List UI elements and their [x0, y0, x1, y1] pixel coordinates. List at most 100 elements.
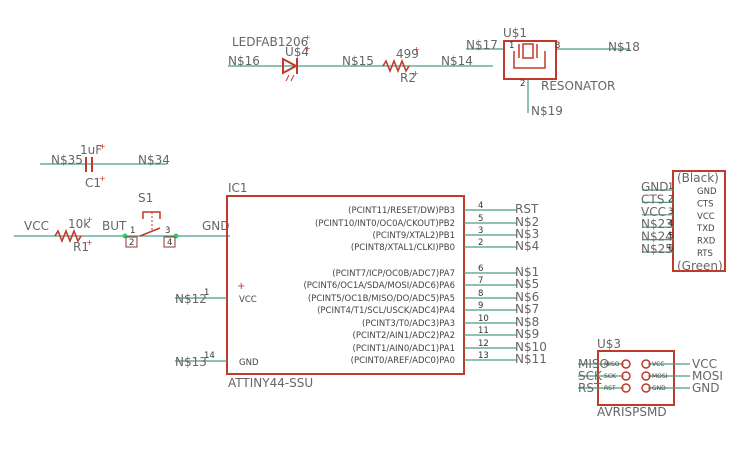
- ic-right-net-label: N$10: [515, 340, 547, 354]
- ic-right-pin-label: (PCINT11/RESET/DW)PB3: [348, 206, 455, 216]
- r1-name: R1: [73, 240, 89, 254]
- ic-right-net-label: N$4: [515, 239, 539, 253]
- ic-right-net-label: N$7: [515, 302, 539, 316]
- led-name: U$4: [285, 45, 309, 59]
- isp-left-net-label: MISO: [578, 357, 609, 371]
- svg-text:+: +: [86, 215, 93, 224]
- ic-name: IC1: [228, 181, 248, 195]
- ftdi-pin-label: VCC: [697, 212, 715, 222]
- ic-right-pin-label: (PCINT2/AIN1/ADC2)PA2: [353, 331, 455, 341]
- ic-right-pin-label: (PCINT7/ICP/OC0B/ADC7)PA7: [332, 269, 455, 279]
- ftdi-net-label: GND: [641, 180, 669, 194]
- svg-text:+: +: [237, 281, 245, 292]
- ic-right-pin-number: 7: [478, 276, 483, 286]
- svg-text:+: +: [99, 174, 106, 183]
- resonator-value: RESONATOR: [541, 79, 615, 93]
- net-label-res-bottom: N$19: [531, 104, 563, 118]
- ftdi-pin-number: 3: [668, 207, 673, 217]
- led-value: LEDFAB1206: [232, 35, 308, 49]
- ic-right-pin-label: (PCINT10/INT0/OC0A/CKOUT)PB2: [315, 219, 455, 229]
- isp-right-pad: [641, 383, 651, 393]
- svg-text:1: 1: [130, 226, 135, 236]
- isp-value: AVRISPSMD: [597, 405, 667, 419]
- led-symbol[interactable]: [282, 57, 299, 82]
- resistor-r1-symbol[interactable]: [54, 228, 82, 244]
- resistor-r2-symbol[interactable]: [382, 58, 410, 74]
- r2-name: R2: [400, 71, 416, 85]
- svg-text:+: +: [99, 142, 106, 151]
- ftdi-pin-number: 5: [668, 232, 673, 242]
- net-label-cap-right: N$34: [138, 153, 170, 167]
- capacitor: N$35 N$34 1uF + C1 +: [40, 142, 170, 190]
- svg-text:+: +: [304, 44, 311, 53]
- switch-name: S1: [138, 191, 153, 205]
- net-label-led-right: N$15: [342, 54, 374, 68]
- ic-right-pin-number: 12: [478, 339, 489, 349]
- svg-text:2: 2: [129, 238, 134, 248]
- ic-left-pin-number: 1: [204, 288, 209, 298]
- ic-right-pin-number: 9: [478, 301, 483, 311]
- isp-left-pad: [621, 359, 631, 369]
- isp-body[interactable]: [597, 350, 675, 406]
- ic-right-pin-number: 11: [478, 326, 489, 336]
- cap-value: 1uF: [80, 143, 102, 157]
- net-label-led-left: N$16: [228, 54, 260, 68]
- r2-value: 499: [396, 47, 419, 61]
- ftdi-body[interactable]: [672, 170, 726, 272]
- isp-right-pad: [641, 371, 651, 381]
- isp-right-pin-label: MOSI: [652, 373, 668, 380]
- isp-right-net-label: GND: [692, 381, 720, 395]
- ftdi-net-label: N$25: [641, 242, 673, 256]
- reset-button-circuit: VCC BUT GND 10k + R1 + S1 1 2 3 4: [14, 191, 230, 254]
- isp-right-net-label: VCC: [692, 357, 717, 371]
- ic-right-pin-number: 10: [478, 314, 489, 324]
- svg-text:3: 3: [555, 41, 560, 51]
- ic-right-pin-number: 2: [478, 238, 483, 248]
- ftdi-pin-label: CTS: [697, 199, 714, 209]
- ftdi-pin-number: 1: [668, 182, 673, 192]
- isp-left-pin-label: MISO: [604, 361, 620, 368]
- ftdi-bottom-label: (Green): [677, 259, 723, 273]
- ic-right-pin-label: (PCINT5/OC1B/MISO/DO/ADC5)PA5: [308, 294, 455, 304]
- isp-right-pin-label: GND: [652, 385, 666, 392]
- ftdi-pin-label: TXD: [696, 224, 715, 234]
- ic-right-pin-label: (PCINT3/T0/ADC3)PA3: [362, 319, 455, 329]
- ic-right-pin-label: (PCINT9/XTAL2)PB1: [372, 231, 455, 241]
- ic-right-pin-number: 5: [478, 214, 483, 224]
- resonator-body[interactable]: [503, 40, 557, 80]
- ic-right-net-label: N$8: [515, 315, 539, 329]
- svg-text:2: 2: [520, 79, 525, 89]
- ic-right-pin-label: (PCINT1/AIN0/ADC1)PA1: [353, 344, 455, 354]
- isp-left-pad: [621, 383, 631, 393]
- ic-left-pin-label: VCC: [239, 295, 257, 305]
- ic-right-net-label: N$3: [515, 227, 539, 241]
- resonator-name: U$1: [503, 26, 527, 40]
- ftdi-net-label: VCC: [641, 205, 666, 219]
- ic-left-pin-label: GND: [239, 358, 259, 368]
- ic-right-pin-label: (PCINT6/OC1A/SDA/MOSI/ADC6)PA6: [303, 281, 455, 291]
- isp-name: U$3: [597, 337, 621, 351]
- ftdi-pin-label: RXD: [697, 237, 716, 247]
- switch-s1-lever[interactable]: [139, 227, 161, 237]
- ftdi-top-label: (Black): [677, 171, 719, 185]
- ic-left-pin-number: 14: [204, 351, 215, 361]
- ftdi-pin-number: 2: [668, 194, 673, 204]
- ic-right-pin-number: 13: [478, 351, 489, 361]
- net-label-switch-right: GND: [202, 219, 230, 233]
- net-label-r1-left: VCC: [24, 219, 49, 233]
- ic-right-pin-number: 8: [478, 289, 483, 299]
- ic-right-net-label: N$9: [515, 327, 539, 341]
- ic-value: ATTINY44-SSU: [228, 376, 313, 390]
- isp-left-pad: [621, 371, 631, 381]
- net-label-res-right: N$18: [608, 40, 640, 54]
- svg-text:+: +: [412, 69, 419, 78]
- led-row: N$16 N$15 N$14 LEDFAB1206 + U$4 + 499 + …: [228, 33, 493, 85]
- ic-right-pin-number: 6: [478, 264, 483, 274]
- isp-left-net-label: SCK: [578, 369, 603, 383]
- svg-text:+: +: [86, 238, 93, 247]
- ic-right-pin-number: 4: [478, 201, 483, 211]
